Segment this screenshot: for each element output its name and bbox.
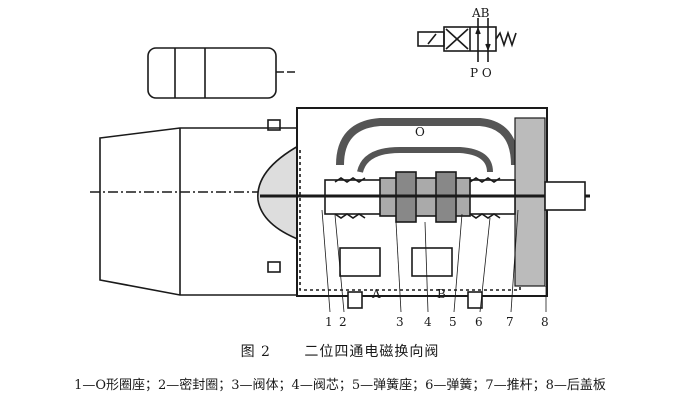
- callout-numbers: 1 2 3 4 5 6 7 8: [325, 315, 549, 329]
- callout-leaders: [321, 209, 547, 313]
- callout-2: 2: [339, 315, 347, 329]
- valve-diagram: AB P O O A B: [90, 6, 590, 329]
- symbol-label-po: P O: [470, 66, 492, 80]
- solenoid-housing: [90, 47, 301, 296]
- valve-body: O A B: [260, 107, 590, 309]
- callout-5: 5: [449, 315, 457, 329]
- parts-legend: 1—O形圈座；2—密封圈；3—阀体；4—阀芯；5—弹簧座；6—弹簧；7—推杆；8…: [74, 378, 606, 393]
- port-a-label: A: [371, 287, 381, 301]
- port-b-label: B: [437, 287, 446, 301]
- callout-3: 3: [396, 315, 404, 329]
- figure-caption: 图 2 二位四通电磁换向阀: [0, 341, 680, 361]
- callout-6: 6: [475, 315, 483, 329]
- callout-4: 4: [424, 315, 432, 329]
- figure-number: 图 2: [240, 344, 271, 360]
- callout-8: 8: [541, 315, 549, 329]
- figure-title: 二位四通电磁换向阀: [304, 344, 440, 360]
- symbol-label-ab: AB: [471, 6, 490, 20]
- callout-1: 1: [325, 315, 333, 329]
- port-o-label: O: [415, 125, 425, 139]
- valve-symbol: AB P O: [417, 6, 517, 80]
- callout-7: 7: [506, 315, 514, 329]
